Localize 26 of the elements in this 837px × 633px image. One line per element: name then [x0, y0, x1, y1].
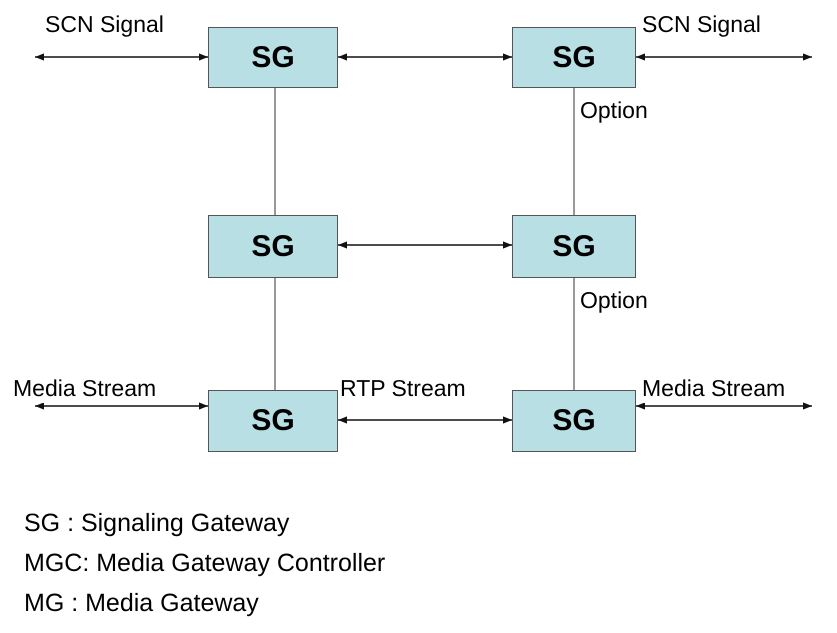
gateway-box: [208, 27, 338, 88]
box-label: SG: [251, 406, 295, 436]
box-label: SG: [251, 42, 295, 72]
double-arrow: [35, 402, 208, 410]
double-arrow: [636, 402, 812, 410]
gateway-box: [208, 215, 338, 278]
box-label: SG: [552, 406, 596, 436]
gateway-box: [512, 215, 636, 278]
legend-text: SG : Signaling Gateway: [24, 508, 290, 539]
legend-text: MGC: Media Gateway Controller: [24, 548, 386, 579]
double-arrow: [338, 53, 512, 61]
double-arrow: [338, 241, 512, 249]
connector-line: [573, 88, 575, 215]
connector-line: [274, 88, 276, 215]
double-arrow: [338, 416, 512, 424]
connector-line: [274, 278, 276, 390]
gateway-box: [208, 390, 338, 452]
box-label: SG: [552, 42, 596, 72]
double-arrow: [35, 53, 208, 61]
gateway-box: [512, 27, 636, 88]
double-arrow: [636, 53, 812, 61]
gateway-box: [512, 390, 636, 452]
box-label: SG: [552, 232, 596, 262]
legend-text: MG : Media Gateway: [24, 588, 260, 619]
connector-line: [573, 278, 575, 390]
box-label: SG: [251, 232, 295, 262]
